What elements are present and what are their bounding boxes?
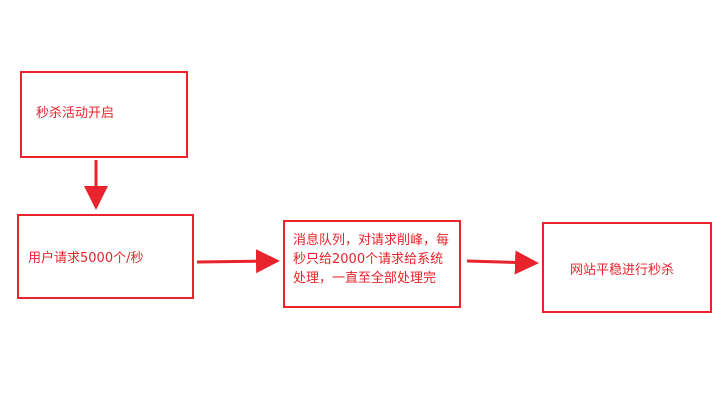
arrow-mq-to-site xyxy=(466,250,539,275)
node-start: 秒杀活动开启 xyxy=(20,71,188,158)
node-label: 秒杀活动开启 xyxy=(36,106,115,121)
arrow-users-to-mq xyxy=(196,249,280,274)
node-site: 网站平稳进行秒杀 xyxy=(542,222,712,313)
node-label: 网站平稳进行秒杀 xyxy=(570,263,675,278)
node-users: 用户请求5000个/秒 xyxy=(17,214,194,299)
node-label: 用户请求5000个/秒 xyxy=(28,251,144,266)
node-mq: 消息队列，对请求削峰，每秒只给2000个请求给系统处理，一直至全部处理完 xyxy=(283,220,461,308)
node-label: 消息队列，对请求削峰，每秒只给2000个请求给系统处理，一直至全部处理完 xyxy=(293,233,450,286)
